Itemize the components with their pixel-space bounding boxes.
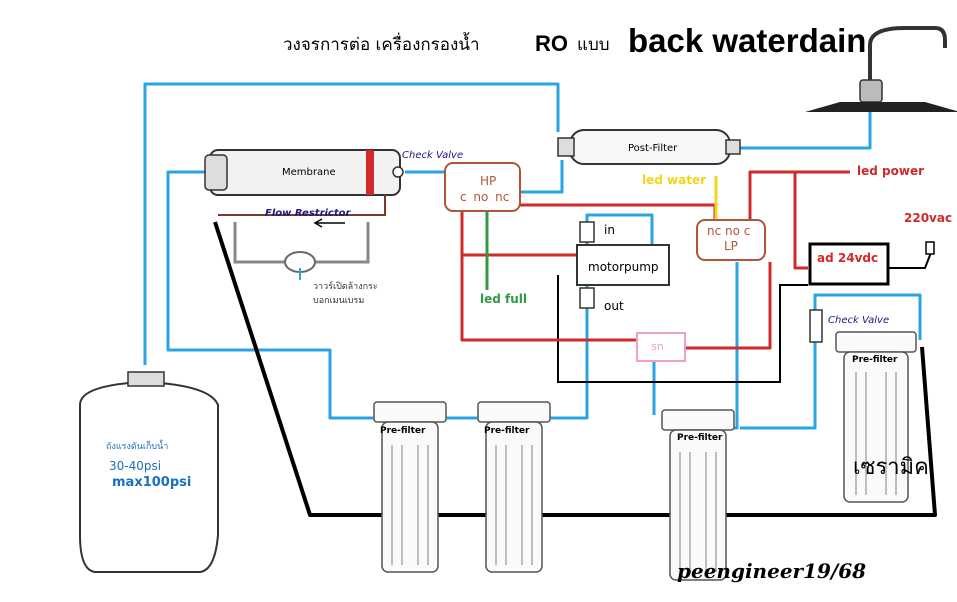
- wire-hp-lp: [500, 203, 717, 220]
- adapter-label: ad 24vdc: [817, 251, 879, 265]
- prefilter-2-label: Pre-filter: [484, 426, 530, 436]
- check-valve-top-label: Check Valve: [402, 150, 464, 161]
- led-full-label: led full: [480, 292, 528, 306]
- wire-sn-lp: [686, 262, 772, 350]
- title-mode: แบบ: [577, 35, 610, 55]
- check-valve-right-label: Check Valve: [828, 315, 890, 326]
- check-valve-right-body: [809, 309, 823, 343]
- pump-out-label: out: [604, 299, 624, 313]
- hp-switch-name: HP: [480, 174, 497, 188]
- flush-valve-label-line1: วาวร์เปิดล้างกระ: [313, 282, 378, 292]
- post-filter-label: Post-Filter: [628, 143, 678, 154]
- led-water-label: led water: [642, 173, 706, 187]
- hp-switch-box: [444, 162, 521, 212]
- tank-label-line3: max100psi: [112, 475, 192, 490]
- water-line-lp: [700, 262, 739, 430]
- solenoid-label: sn: [651, 340, 664, 353]
- prefilter-3-label: Pre-filter: [677, 433, 723, 443]
- author-signature: peengineer19/68: [677, 559, 867, 583]
- wire-hp-sn: [460, 205, 637, 342]
- adapter-box: [808, 242, 890, 286]
- prefilter-2: [477, 401, 551, 573]
- lp-switch-name: LP: [724, 239, 738, 253]
- water-line-membrane-in: [166, 170, 390, 420]
- prefilter-4-label: Pre-filter: [852, 355, 898, 365]
- water-line-hp-to-post: [520, 160, 564, 194]
- motor-pump-label: motorpump: [588, 260, 659, 274]
- prefilter-1-label: Pre-filter: [380, 426, 426, 436]
- post-filter-housing: [557, 129, 741, 165]
- hp-switch-terminals: c no nc: [460, 190, 510, 204]
- prefilter-3: [661, 409, 735, 581]
- lp-switch-terminals: nc no c: [707, 224, 751, 238]
- membrane-housing: [204, 149, 404, 216]
- motor-pump: [576, 221, 670, 309]
- prefilter-1: [373, 401, 447, 573]
- drain-lines: [213, 221, 937, 517]
- wire-adapter: [793, 172, 808, 270]
- water-line-to-ceramic: [740, 293, 922, 430]
- title-english: back waterdain: [628, 22, 867, 59]
- title-ro: RO: [535, 31, 568, 56]
- tank-label-line2: 30-40psi: [109, 459, 162, 473]
- control-line-pump: [557, 275, 808, 383]
- solenoid-box: [636, 332, 686, 362]
- prefilter-housings: [373, 331, 917, 581]
- supply-voltage-label: 220vac: [904, 211, 953, 225]
- water-line-post-to-faucet: [738, 110, 872, 150]
- flow-restrictor-arrow: [313, 218, 345, 228]
- pump-in-label: in: [604, 223, 615, 237]
- control-lines: [557, 249, 933, 383]
- prefilter-4: [835, 331, 917, 503]
- pressure-tank: [79, 371, 219, 573]
- plug-icon: [925, 241, 935, 255]
- flush-valve-label-line2: บอกเมนเบรม: [313, 296, 365, 306]
- wire-led-power: [748, 170, 850, 220]
- faucet-icon: [805, 26, 957, 112]
- ceramic-label: เซรามิค: [853, 455, 929, 480]
- title-thai: วงจรการต่อ เครื่องกรองน้ำ: [283, 35, 480, 55]
- water-line-tank-to-post: [143, 82, 560, 365]
- tank-label-line1: ถังแรงดันเก็บน้ำ: [106, 442, 169, 452]
- lp-switch-box: [696, 219, 766, 261]
- water-line-to-pump-in: [546, 213, 654, 420]
- drain-line-main: [213, 221, 937, 517]
- power-cord: [888, 249, 933, 269]
- led-power-label: led power: [857, 164, 924, 178]
- flush-valve: [233, 222, 370, 280]
- membrane-label: Membrane: [282, 167, 336, 178]
- flow-restrictor-label: Flow Restrictor: [265, 208, 351, 219]
